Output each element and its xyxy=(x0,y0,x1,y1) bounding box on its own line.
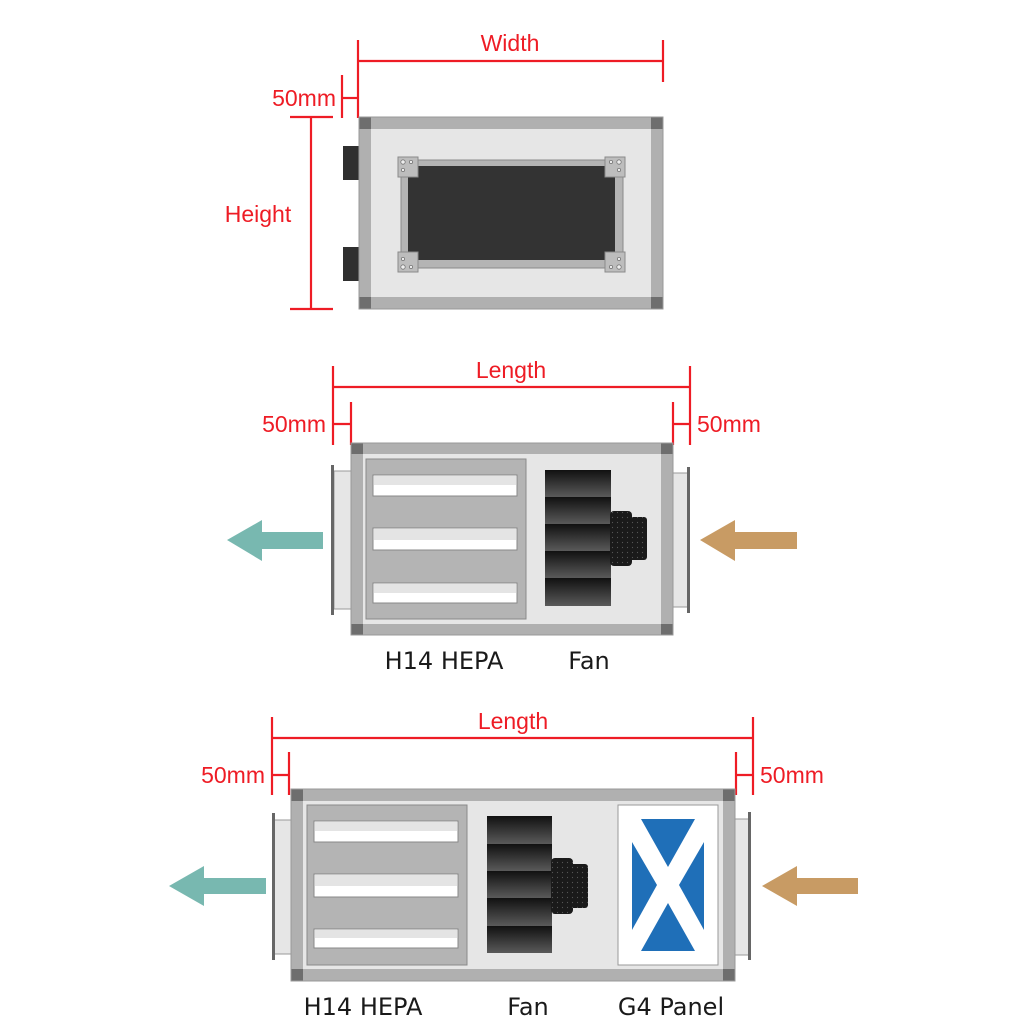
fan xyxy=(487,816,588,953)
component-label-g4-panel: G4 Panel xyxy=(618,993,724,1021)
width-label: Width xyxy=(481,30,540,56)
hepa-slot xyxy=(372,474,518,497)
hepa-slot xyxy=(313,873,459,898)
hepa-slot xyxy=(372,582,518,604)
right-flange-label: 50mm xyxy=(760,762,824,788)
flange-dimension: 50mm xyxy=(272,75,358,118)
component-label-fan: Fan xyxy=(568,647,610,675)
outlet-flange xyxy=(331,465,352,615)
outlet-opening xyxy=(397,156,626,273)
right-flange-label: 50mm xyxy=(697,411,761,437)
unit-two-stage: Length 50mm 50mm xyxy=(227,357,797,675)
mount-tab xyxy=(343,146,359,180)
length-dimension: Length xyxy=(331,357,692,445)
component-label-hepa: H14 HEPA xyxy=(385,647,504,675)
inlet-arrow-icon xyxy=(762,866,858,906)
component-label-hepa: H14 HEPA xyxy=(304,993,423,1021)
length-label: Length xyxy=(478,708,548,734)
hepa-slot xyxy=(313,928,459,949)
left-flange-dimension: 50mm xyxy=(262,402,353,445)
front-view: Width 50mm Height xyxy=(225,30,665,311)
length-dimension: Length xyxy=(270,708,755,795)
length-label: Length xyxy=(476,357,546,383)
right-flange-dimension: 50mm xyxy=(671,402,761,445)
height-label: Height xyxy=(225,201,292,227)
hepa-filter xyxy=(365,458,527,620)
inlet-flange xyxy=(672,467,690,613)
component-label-fan: Fan xyxy=(507,993,549,1021)
outlet-arrow-icon xyxy=(227,520,323,561)
left-flange-label: 50mm xyxy=(201,762,265,788)
height-dimension: Height xyxy=(225,115,333,311)
inlet-flange xyxy=(734,812,751,960)
hepa-filter xyxy=(306,804,468,966)
width-dimension: Width xyxy=(356,30,665,118)
flange-label: 50mm xyxy=(272,85,336,111)
hepa-slot xyxy=(313,820,459,843)
g4-panel-filter xyxy=(617,804,719,966)
unit-three-stage: Length 50mm 50mm xyxy=(169,708,858,1021)
mount-tab xyxy=(343,247,359,281)
left-flange-dimension: 50mm xyxy=(201,752,291,795)
inlet-arrow-icon xyxy=(700,520,797,561)
hepa-slot xyxy=(372,527,518,551)
fan xyxy=(545,470,647,606)
left-flange-label: 50mm xyxy=(262,411,326,437)
right-flange-dimension: 50mm xyxy=(734,752,824,795)
outlet-arrow-icon xyxy=(169,866,266,906)
outlet-flange xyxy=(272,813,292,960)
